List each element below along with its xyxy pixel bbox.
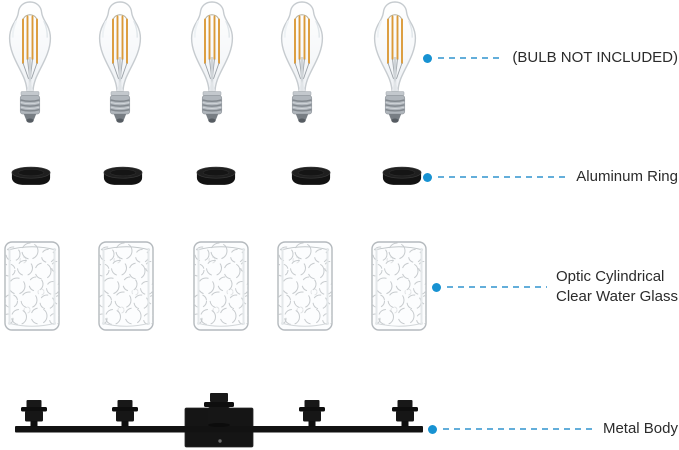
callout-label-body: Metal Body xyxy=(602,420,678,437)
callout-label-ring: Aluminum Ring xyxy=(576,168,678,185)
callout-label-glass-line1: Optic Cylindrical xyxy=(556,268,665,285)
callout-ring: Aluminum Ring xyxy=(423,167,678,187)
callout-bulb: (BULB NOT INCLUDED) xyxy=(423,48,678,68)
bulb-socket-center xyxy=(204,393,234,427)
aluminum-ring-icon xyxy=(10,165,52,186)
metal-bar xyxy=(15,426,423,433)
water-glass-shade-icon xyxy=(370,240,428,332)
edison-bulb-icon xyxy=(182,0,242,124)
callout-body: Metal Body xyxy=(428,419,678,439)
edison-bulb-icon xyxy=(272,0,332,124)
callout-label-glass-line2: Clear Water Glass xyxy=(556,288,678,305)
metal-body-icon xyxy=(15,393,423,448)
leader-line-icon xyxy=(443,428,594,430)
water-glass-shade-icon xyxy=(97,240,155,332)
callout-dot xyxy=(428,424,437,434)
edison-bulb-icon xyxy=(365,0,425,124)
water-glass-shade-icon xyxy=(192,240,250,332)
bulb-socket xyxy=(21,400,47,427)
aluminum-ring-icon xyxy=(102,165,144,186)
water-glass-shade-icon xyxy=(276,240,334,332)
bulb-socket xyxy=(112,400,138,427)
screw xyxy=(218,439,222,443)
callout-dot xyxy=(423,172,432,182)
callout-label-glass: Optic Cylindrical Clear Water Glass xyxy=(556,267,678,307)
callout-label-bulb: (BULB NOT INCLUDED) xyxy=(512,49,678,66)
bulb-socket xyxy=(392,400,418,427)
edison-bulb-icon xyxy=(90,0,150,124)
leader-line-icon xyxy=(447,286,548,288)
callout-glass: Optic Cylindrical Clear Water Glass xyxy=(432,267,678,307)
bulb-socket xyxy=(299,400,325,427)
aluminum-ring-icon xyxy=(381,165,423,186)
leader-line-icon xyxy=(438,176,568,178)
leader-line-icon xyxy=(438,57,504,59)
aluminum-ring-icon xyxy=(195,165,237,186)
callout-dot xyxy=(432,282,441,292)
water-glass-shade-icon xyxy=(3,240,61,332)
aluminum-ring-icon xyxy=(290,165,332,186)
edison-bulb-icon xyxy=(0,0,60,124)
callout-dot xyxy=(423,53,432,63)
